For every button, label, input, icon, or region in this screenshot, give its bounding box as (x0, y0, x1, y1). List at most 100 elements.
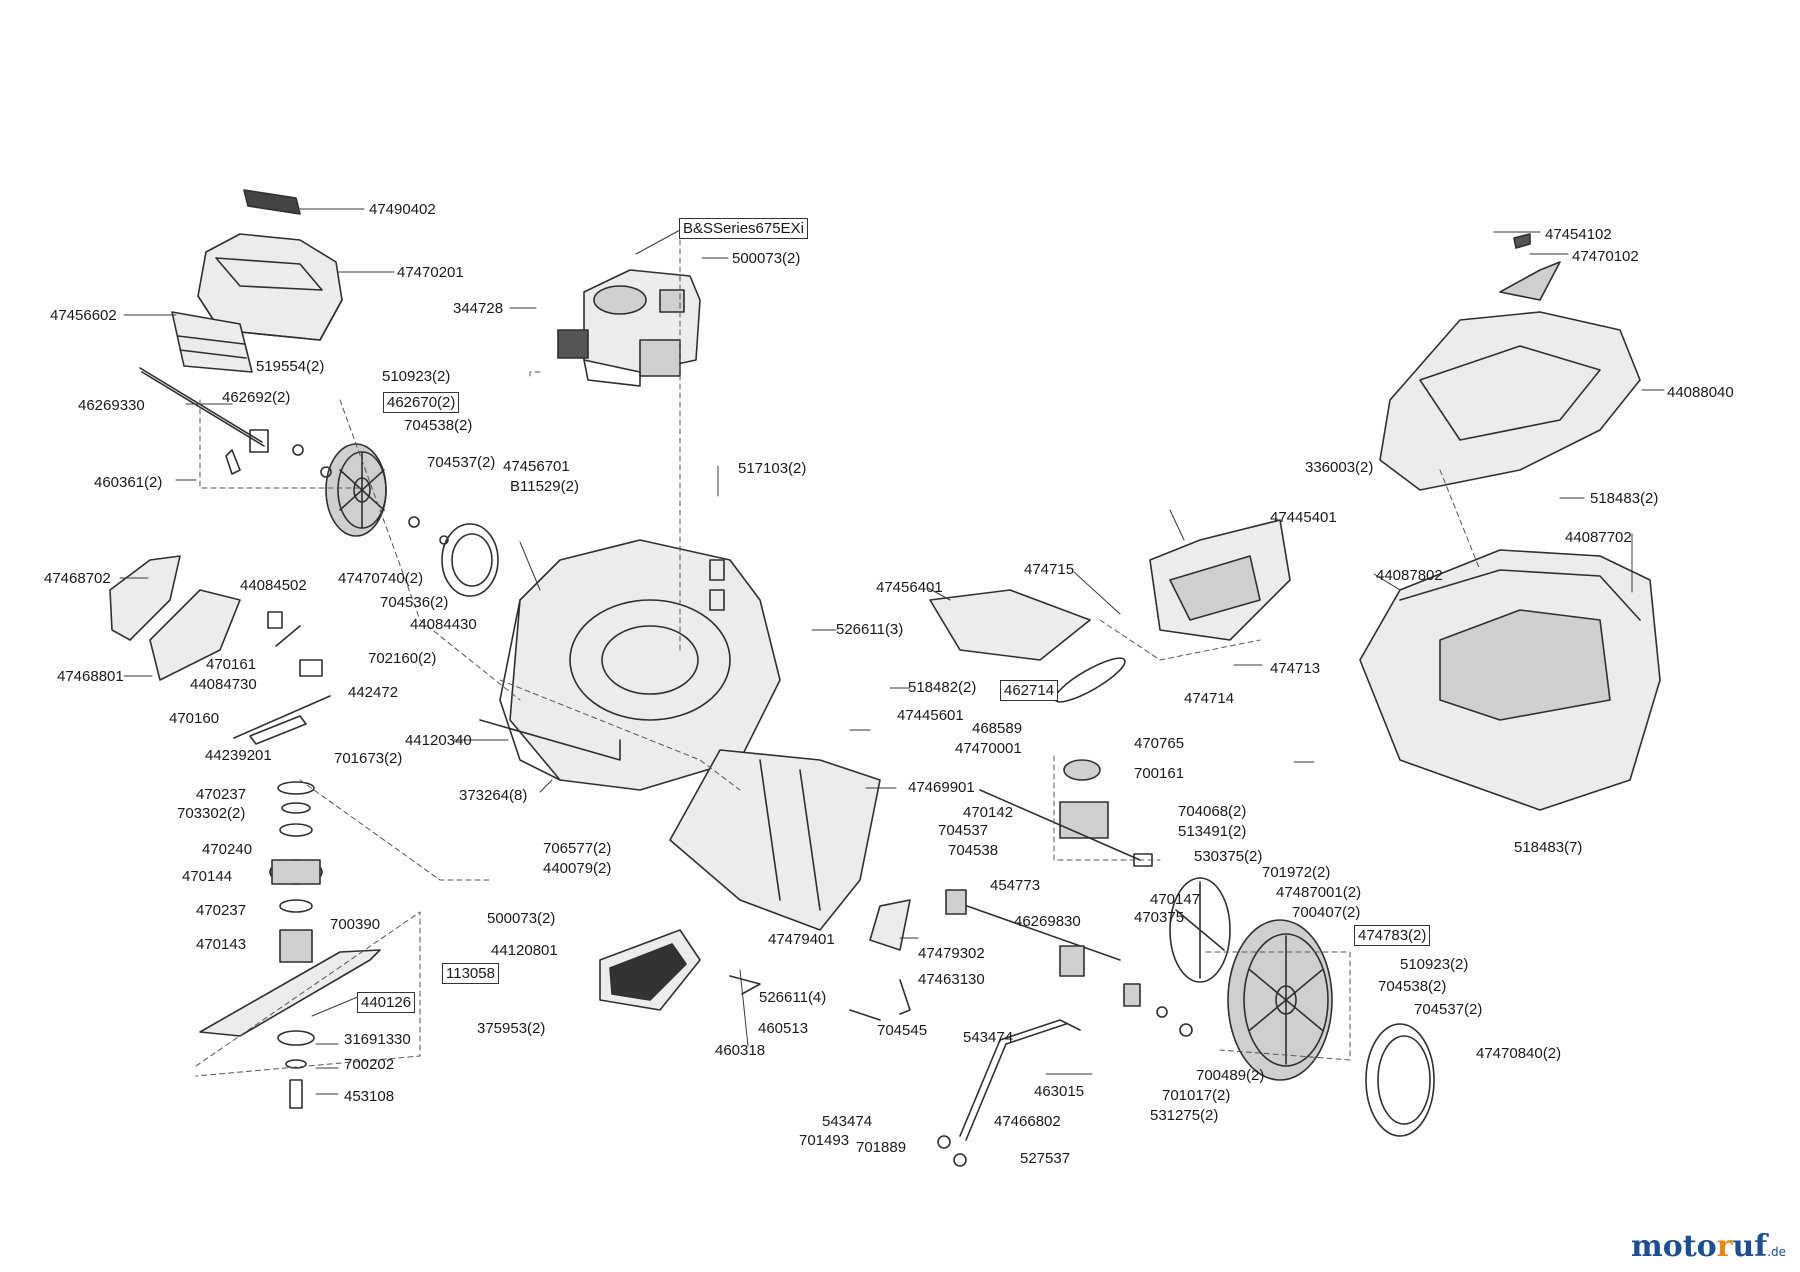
part-label-440126: 440126 (357, 992, 416, 1013)
part-label-704537-rear: 704537 (938, 822, 989, 839)
part-label-47490402: 47490402 (369, 201, 436, 218)
mulch-plug (599, 929, 701, 1011)
part-label-518483-top: 518483(2) (1590, 490, 1659, 507)
part-label-373264: 373264(8) (459, 787, 528, 804)
part-label-468589: 468589 (972, 720, 1023, 737)
part-label-474713: 474713 (1270, 660, 1321, 677)
part-label-543474-lower: 543474 (822, 1113, 873, 1130)
part-label-530375: 530375(2) (1194, 848, 1263, 865)
part-label-44084730: 44084730 (190, 676, 257, 693)
part-label-510923-rear: 510923(2) (1400, 956, 1469, 973)
side-tray (929, 589, 1091, 661)
part-label-47479302: 47479302 (918, 945, 985, 962)
part-label-47456401: 47456401 (876, 579, 943, 596)
rear-wheel (1227, 919, 1333, 1081)
part-label-701493: 701493 (799, 1132, 850, 1149)
part-label-526611-deck: 526611(3) (836, 621, 904, 638)
part-label-704536: 704536(2) (380, 594, 449, 611)
front-axle (139, 367, 269, 475)
blade-assembly (199, 781, 381, 1109)
part-label-704068: 704068(2) (1178, 803, 1247, 820)
part-label-47469901: 47469901 (908, 779, 975, 796)
part-label-704538-front: 704538(2) (404, 417, 473, 434)
part-label-706577: 706577(2) (543, 840, 612, 857)
part-label-704538-wheel: 704538(2) (1378, 978, 1447, 995)
part-label-44084502: 44084502 (240, 577, 307, 594)
part-label-453108: 453108 (344, 1088, 395, 1105)
part-label-344728: 344728 (453, 300, 504, 317)
part-label-531275: 531275(2) (1150, 1107, 1219, 1124)
part-label-463015: 463015 (1034, 1083, 1085, 1100)
part-label-47487001: 47487001(2) (1276, 884, 1362, 901)
top-cover (197, 233, 343, 341)
part-label-704545: 704545 (877, 1022, 928, 1039)
part-label-701972: 701972(2) (1262, 864, 1331, 881)
part-label-470160: 470160 (169, 710, 220, 727)
part-label-527537: 527537 (1020, 1150, 1071, 1167)
part-label-44120340: 44120340 (405, 732, 472, 749)
part-label-460318: 460318 (715, 1042, 766, 1059)
part-label-470161: 470161 (206, 656, 257, 673)
part-label-47479401: 47479401 (768, 931, 835, 948)
leader-lines (119, 208, 1665, 1095)
part-label-47456602: 47456602 (50, 307, 117, 324)
front-grille (171, 311, 253, 373)
grass-box-bottom (1359, 549, 1661, 811)
part-label-704537-front: 704537(2) (427, 454, 496, 471)
part-label-46269330: 46269330 (78, 397, 145, 414)
part-label-336003: 336003(2) (1305, 459, 1374, 476)
part-label-462714: 462714 (1000, 680, 1059, 701)
part-label-500073-deck: 500073(2) (487, 910, 556, 927)
part-label-510923-front: 510923(2) (382, 368, 451, 385)
part-label-470144: 470144 (182, 868, 233, 885)
part-label-543474-upper: 543474 (963, 1029, 1014, 1046)
mower-deck (479, 539, 781, 791)
part-label-47470740: 47470740(2) (338, 570, 424, 587)
rear-gear-cover (1169, 877, 1231, 983)
part-label-470147: 470147 (1150, 891, 1201, 908)
logo-plate (243, 189, 301, 215)
part-label-47470840: 47470840(2) (1476, 1045, 1562, 1062)
part-label-702160: 702160(2) (368, 650, 437, 667)
part-label-462670: 462670(2) (383, 392, 460, 413)
part-label-701889: 701889 (856, 1139, 907, 1156)
part-label-700489: 700489(2) (1196, 1067, 1265, 1084)
gearbox (979, 759, 1153, 867)
part-label-47470201: 47470201 (397, 264, 464, 281)
part-label-47468801: 47468801 (57, 668, 124, 685)
part-label-454773: 454773 (990, 877, 1041, 894)
part-label-47445401: 47445401 (1270, 509, 1337, 526)
grass-box-top (1379, 233, 1641, 491)
part-label-703302: 703302(2) (177, 805, 246, 822)
part-label-700202: 700202 (344, 1056, 395, 1073)
part-label-470142: 470142 (963, 804, 1014, 821)
rear-wheel-cap (1365, 1023, 1435, 1137)
part-label-513491: 513491(2) (1178, 823, 1247, 840)
part-label-47454102: 47454102 (1545, 226, 1612, 243)
part-label-701017: 701017(2) (1162, 1087, 1231, 1104)
logo-part-3: uf (1732, 1229, 1768, 1264)
part-label-517103: 517103(2) (738, 460, 807, 477)
part-label-526611-lower: 526611(4) (759, 989, 827, 1006)
part-label-47470001: 47470001 (955, 740, 1022, 757)
engine (557, 269, 701, 387)
part-label-b11529: B11529(2) (510, 478, 579, 495)
height-adjust-parts (233, 611, 331, 745)
part-label-44088040: 44088040 (1667, 384, 1734, 401)
part-label-470375: 470375 (1134, 909, 1185, 926)
part-label-470240: 470240 (202, 841, 253, 858)
part-label-704538-rear: 704538 (948, 842, 999, 859)
part-label-47456701: 47456701 (503, 458, 570, 475)
pinion (1123, 983, 1193, 1037)
part-label-470237-lower: 470237 (196, 902, 247, 919)
dashed-guides (195, 239, 1481, 1077)
part-label-113058: 113058 (442, 963, 499, 984)
part-label-518482: 518482(2) (908, 679, 977, 696)
drive-belt (1054, 657, 1126, 703)
part-label-47468702: 47468702 (44, 570, 111, 587)
rear-skirt (669, 749, 881, 931)
part-label-47463130: 47463130 (918, 971, 985, 988)
part-label-44239201: 44239201 (205, 747, 272, 764)
part-label-462692: 462692(2) (222, 389, 291, 406)
